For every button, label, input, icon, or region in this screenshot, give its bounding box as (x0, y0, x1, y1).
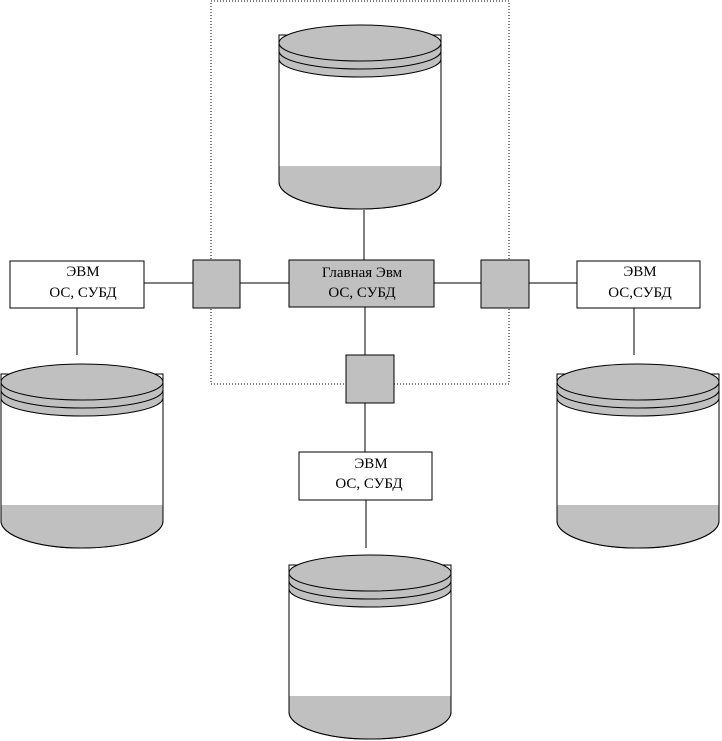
bottom-database-icon (288, 554, 452, 740)
main-site-boundary (210, 0, 510, 385)
left-computer-title: ЭВМ (66, 264, 99, 280)
connector-bottom (345, 354, 395, 404)
connector-left (192, 259, 241, 309)
bottom-computer-node: ЭВМ ОС, СУБД (298, 451, 433, 501)
bottom-computer-subtitle: ОС, СУБД (335, 476, 402, 492)
right-computer-node: ЭВМ ОС,СУБД (576, 260, 701, 309)
connection-lines (76, 210, 635, 548)
right-computer-subtitle: ОС,СУБД (608, 285, 671, 301)
right-computer-title: ЭВМ (623, 264, 656, 280)
left-computer-node: ЭВМ ОС, СУБД (9, 260, 145, 309)
connector-right (480, 259, 530, 309)
main-computer-subtitle: ОС, СУБД (328, 285, 395, 301)
main-computer-node: Главная Эвм ОС, СУБД (288, 259, 435, 308)
main-database-icon (278, 24, 442, 210)
bottom-computer-title: ЭВМ (354, 456, 387, 472)
left-computer-subtitle: ОС, СУБД (49, 285, 116, 301)
main-computer-title: Главная Эвм (322, 265, 403, 281)
right-database-icon (556, 363, 720, 549)
left-database-icon (0, 363, 164, 549)
